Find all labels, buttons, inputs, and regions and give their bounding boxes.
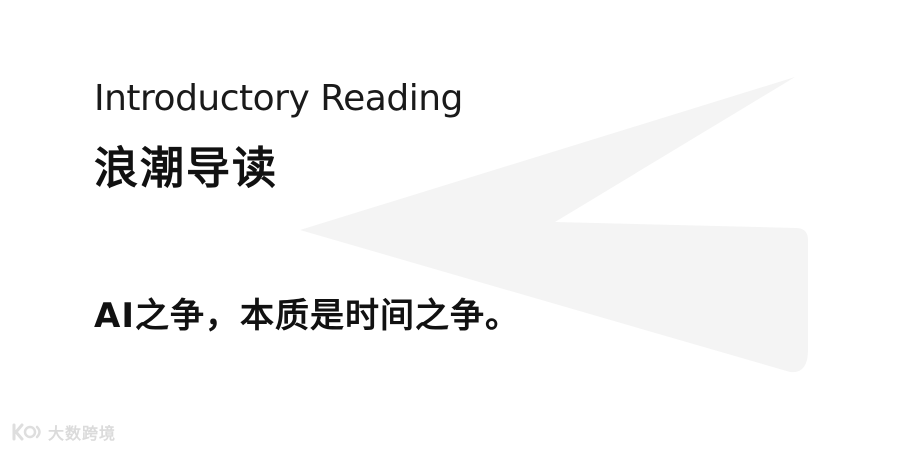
section-subtitle-en: Introductory Reading xyxy=(94,78,463,119)
watermark: 大数跨境 xyxy=(10,420,116,444)
headline: AI之争，本质是时间之争。 xyxy=(94,296,520,336)
brand-logo-icon xyxy=(12,423,41,441)
watermark-text: 大数跨境 xyxy=(48,424,117,443)
section-title: 浪潮导读 xyxy=(94,143,278,194)
